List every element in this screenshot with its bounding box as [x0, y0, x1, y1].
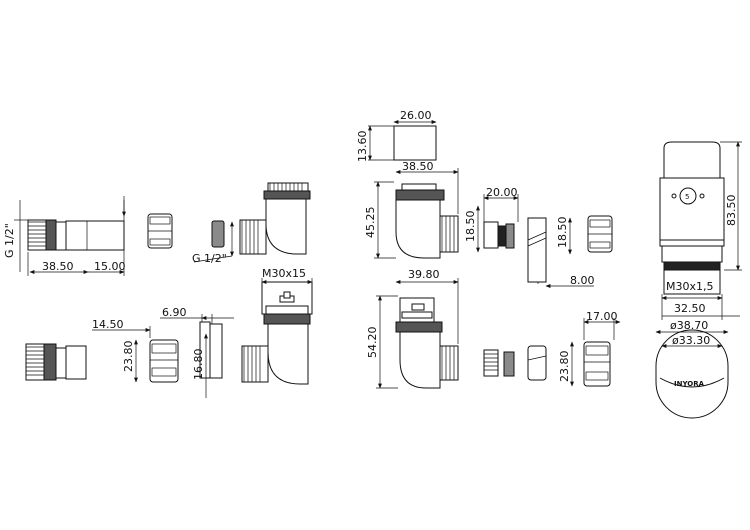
dim-16-80: 16.80 [192, 333, 208, 398]
dim-text-32-50: 32.50 [674, 302, 706, 315]
dim-text-83-50: 83.50 [725, 195, 738, 227]
thermostatic-head-side: 5 [659, 141, 725, 295]
dim-text-8-00: 8.00 [570, 274, 595, 287]
label-m30x15-left: M30x15 [262, 267, 306, 280]
elbow-top-left [239, 182, 311, 255]
dim-m30x1-5-right: M30x1,5 [666, 280, 714, 293]
dim-33-30: ø33.30 [661, 334, 723, 348]
dim-text-38-50-a: 38.50 [42, 260, 74, 273]
dim-23-80-a: 23.80 [122, 339, 138, 383]
dim-text-23-80-a: 23.80 [122, 341, 135, 373]
dim-text-23-80-b: 23.80 [558, 351, 571, 383]
straight-adapter-top [27, 219, 125, 251]
dim-text-14-50: 14.50 [92, 318, 124, 331]
label-g-half-left: G 1/2" [3, 223, 16, 258]
dim-text-54-20: 54.20 [366, 327, 379, 359]
dim-m30x15-left: M30x15 [261, 267, 313, 288]
sleeve-bottom-left [199, 321, 223, 379]
dim-38-50-b: 38.50 [395, 160, 459, 214]
elbow-bottom-left [241, 281, 313, 385]
dim-6-90: 6.90 [160, 306, 234, 324]
dim-38-70: ø38.70 [655, 319, 729, 334]
dim-54-20: 54.20 [366, 295, 398, 389]
dim-14-50: 14.50 [92, 318, 151, 338]
dim-18-50-a: 18.50 [464, 205, 480, 253]
dim-text-16-80: 16.80 [192, 349, 205, 381]
dial-marker-icon [679, 187, 697, 205]
label-m30x15-right: M30x1,5 [666, 280, 714, 293]
dim-text-45-25: 45.25 [364, 207, 377, 239]
thermostatic-head-top: INYORA [655, 329, 729, 419]
dim-g-half-left: G 1/2" [3, 200, 30, 272]
dim-17-00: 17.00 [583, 310, 621, 340]
dim-text-20-00: 20.00 [486, 186, 518, 199]
dim-39-80: 39.80 [395, 268, 459, 344]
dim-13-60: 13.60 [356, 125, 394, 163]
dim-83-50: 83.50 [720, 141, 742, 271]
dim-text-38-50-b: 38.50 [402, 160, 434, 173]
nut-bottom-mid [583, 341, 611, 387]
label-g-half-mid: G 1/2" [192, 252, 227, 265]
dim-23-80-b: 23.80 [558, 341, 574, 387]
dim-text-17-00: 17.00 [586, 310, 618, 323]
dim-20-00: 20.00 [483, 186, 519, 222]
sleeve-top-left [211, 220, 225, 248]
dim-text-18-50-a: 18.50 [464, 211, 477, 243]
dim-text-26-00: 26.00 [400, 109, 432, 122]
dim-45-25: 45.25 [364, 181, 396, 259]
dim-26-00: 26.00 [393, 109, 437, 124]
insert-bottom-mid [483, 345, 547, 381]
dial-number: 5 [685, 193, 689, 201]
dim-text-18-50-b: 18.50 [556, 217, 569, 249]
dim-text-6-90: 6.90 [162, 306, 187, 319]
dim-text-38-70: ø38.70 [670, 319, 708, 332]
straight-adapter-bottom [25, 343, 87, 381]
head-top-mid [393, 125, 437, 161]
valve-bottom-mid [395, 297, 459, 389]
insert-top-mid [483, 221, 515, 249]
nut-top-left [147, 213, 173, 249]
elbow-top-mid [395, 183, 459, 259]
nut-top-mid [587, 215, 613, 253]
dim-32-50: 32.50 [661, 294, 740, 320]
dim-text-33-30: ø33.30 [672, 334, 710, 347]
dim-38-50-a: 38.50 15.00 [27, 196, 126, 276]
dim-8-00: 8.00 [545, 274, 595, 288]
dim-text-13-60: 13.60 [356, 131, 369, 163]
dim-text-15-00: 15.00 [94, 260, 126, 273]
sleeve-top-mid [527, 217, 547, 284]
dim-text-39-80: 39.80 [408, 268, 440, 281]
dim-g-half-mid: G 1/2" [192, 221, 234, 265]
nut-bottom-left [149, 339, 179, 383]
dim-18-50-b: 18.50 [556, 217, 572, 255]
brand-logo: INYORA [674, 380, 705, 388]
